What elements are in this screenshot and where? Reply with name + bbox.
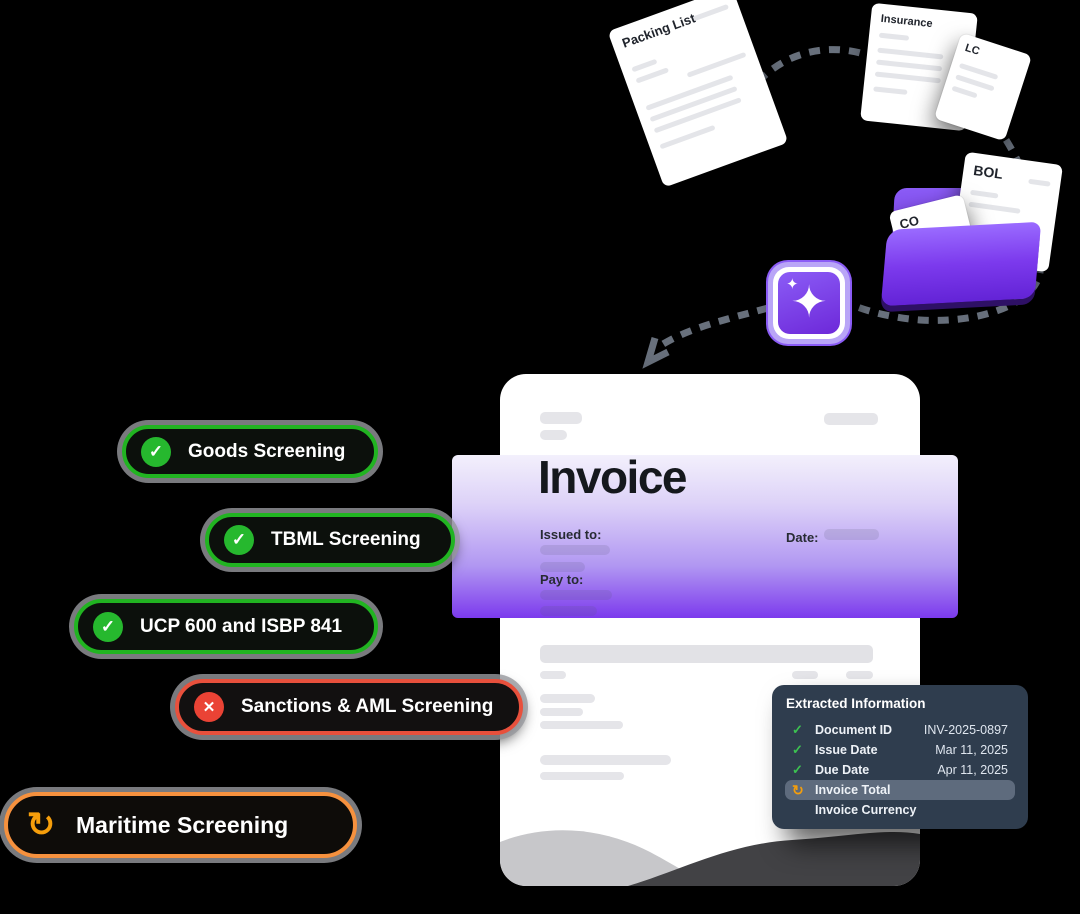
placeholder-bar [540,708,583,716]
check-icon: ✓ [93,611,123,642]
extracted-row-invoice-total: ↻ Invoice Total [785,780,1015,800]
sparkle-small-icon: ✦ [786,276,799,293]
scan-highlight-band [452,455,958,618]
cross-icon: ✕ [194,692,224,722]
row-label: Document ID [815,723,893,737]
extracted-information-panel: Extracted Information ✓ Document ID INV-… [772,685,1028,829]
badge-label: Sanctions & AML Screening [241,696,494,717]
issued-to-label: Issued to: [540,527,602,542]
check-icon: ✓ [141,436,171,467]
extracted-row-due-date: ✓ Due Date Apr 11, 2025 [785,760,1015,780]
placeholder-bar [540,645,873,663]
check-icon: ✓ [792,722,803,737]
invoice-title: Invoice [538,451,688,503]
placeholder-bar [540,412,582,424]
badge-goods-screening: ✓ Goods Screening [122,425,378,478]
placeholder-bar [540,671,566,679]
badge-tbml-screening: ✓ TBML Screening [205,513,455,567]
placeholder-bar [540,545,610,555]
decorative-waves [500,830,920,886]
badge-label: Goods Screening [188,440,346,462]
placeholder-bar [540,721,623,729]
arrowhead [642,337,670,369]
pay-to-label: Pay to: [540,572,584,587]
placeholder-bar [540,772,624,780]
placeholder-bar [824,529,879,540]
date-label: Date: [786,530,819,545]
placeholder-bar [846,671,873,679]
folder-front [880,221,1042,307]
invoice-content: Invoice Issued to: Date: Pay to: [500,374,920,886]
row-label: Due Date [815,763,870,777]
placeholder-bar [792,671,818,679]
spinner-icon: ↻ [26,806,56,844]
badge-label: Maritime Screening [76,811,289,838]
sparkle-icon: ✦ [790,278,828,327]
placeholder-bar [540,590,612,600]
extracted-row-issue-date: ✓ Issue Date Mar 11, 2025 [785,740,1015,760]
badge-label: UCP 600 and ISBP 841 [140,615,343,637]
badge-ucp-isbp: ✓ UCP 600 and ISBP 841 [74,599,378,654]
row-label: Issue Date [815,743,878,757]
check-icon: ✓ [224,525,254,555]
badge-label: TBML Screening [271,529,421,550]
placeholder-bar [540,755,671,765]
spinner-icon: ↻ [792,781,804,798]
ai-sparkle-icon: ✦ ✦ [768,262,850,344]
row-label: Invoice Currency [815,803,917,817]
row-value: INV-2025-0897 [923,723,1008,737]
panel-title: Extracted Information [786,696,926,711]
row-value: Apr 11, 2025 [937,763,1008,777]
row-label: Invoice Total [815,783,891,797]
placeholder-bar [540,430,567,440]
placeholder-bar [540,562,585,572]
row-value: Mar 11, 2025 [935,743,1008,757]
check-icon: ✓ [792,742,803,757]
extracted-row-invoice-currency: Invoice Currency [785,800,1015,820]
document-title: Insurance [880,12,934,31]
badge-sanctions-aml-screening: ✕ Sanctions & AML Screening [175,679,523,735]
extracted-row-document-id: ✓ Document ID INV-2025-0897 [785,720,1015,740]
placeholder-bar [540,606,597,616]
placeholder-bar [540,694,595,703]
check-icon: ✓ [792,762,803,777]
placeholder-bar [824,413,878,425]
badge-maritime-screening: ↻ Maritime Screening [4,792,357,858]
